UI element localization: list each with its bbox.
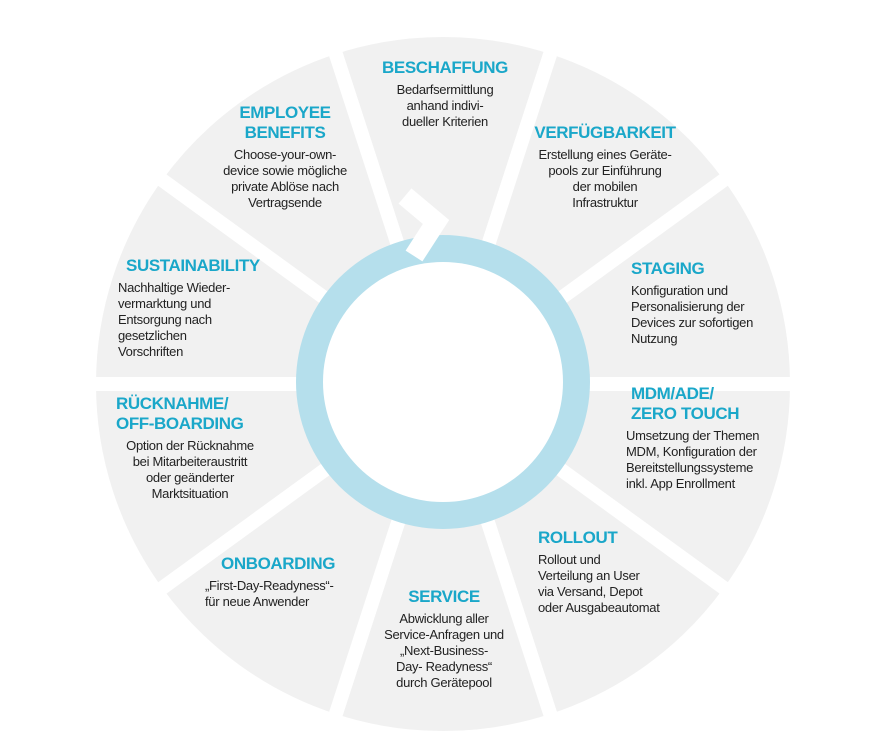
segment-text: Abwicklung aller Service-Anfragen und „N…: [384, 611, 504, 690]
segment-staging: STAGING Konfiguration und Personalisieru…: [631, 259, 791, 347]
segment-wedge: [326, 377, 560, 745]
ring-center: [323, 262, 563, 502]
ring-arrow-gap: [398, 188, 450, 262]
segment-text: Bedarfsermittlung anhand indivi- dueller…: [396, 82, 494, 129]
segment-title: STAGING: [631, 259, 705, 278]
segment-onboarding: ONBOARDING „First-Day-Readyness“- für ne…: [205, 554, 365, 610]
segment-ruecknahme-offboarding: RÜCKNAHME/ OFF-BOARDING Option der Rückn…: [110, 394, 270, 502]
segment-service: SERVICE Abwicklung aller Service-Anfrage…: [364, 587, 524, 691]
segment-title: VERFÜGBARKEIT: [534, 123, 676, 142]
segment-title: EMPLOYEE BENEFITS: [239, 103, 331, 142]
segment-text: Option der Rücknahme bei Mitarbeiteraust…: [126, 438, 254, 501]
segment-title: SUSTAINABILITY: [126, 256, 260, 275]
segment-text: Choose-your-own- device sowie mögliche p…: [223, 147, 347, 210]
segment-title: ROLLOUT: [538, 528, 618, 547]
segment-rollout: ROLLOUT Rollout und Verteilung an User v…: [538, 528, 698, 616]
segment-wedge: [326, 23, 560, 391]
segment-mdm-ade-zero-touch: MDM/ADE/ ZERO TOUCH Umsetzung der Themen…: [626, 384, 796, 492]
segment-title: MDM/ADE/ ZERO TOUCH: [631, 384, 740, 423]
segment-title: RÜCKNAHME/ OFF-BOARDING: [116, 394, 244, 433]
segment-title: ONBOARDING: [221, 554, 336, 573]
segment-employee-benefits: EMPLOYEE BENEFITS Choose-your-own- devic…: [205, 103, 365, 211]
segment-text: Konfiguration und Personalisierung der D…: [631, 283, 754, 346]
segment-title: SERVICE: [408, 587, 480, 606]
segment-text: Nachhaltige Wieder- vermarktung und Ents…: [118, 280, 231, 359]
segment-title: BESCHAFFUNG: [382, 58, 508, 77]
segment-text: Rollout und Verteilung an User via Versa…: [538, 552, 660, 615]
segment-sustainability: SUSTAINABILITY Nachhaltige Wieder- verma…: [118, 256, 278, 360]
segment-text: „First-Day-Readyness“- für neue Anwender: [205, 578, 334, 609]
segment-text: Erstellung eines Geräte- pools zur Einfü…: [538, 147, 672, 210]
segment-text: Umsetzung der Themen MDM, Konfiguration …: [626, 428, 760, 491]
segment-beschaffung: BESCHAFFUNG Bedarfsermittlung anhand ind…: [360, 58, 530, 130]
segment-verfuegbarkeit: VERFÜGBARKEIT Erstellung eines Geräte- p…: [510, 123, 700, 211]
